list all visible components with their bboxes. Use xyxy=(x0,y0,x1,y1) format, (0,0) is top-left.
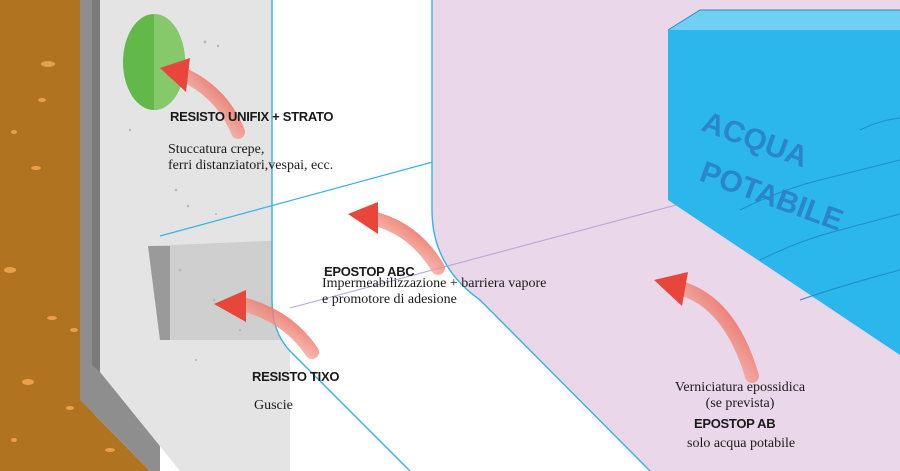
soil xyxy=(0,0,95,471)
arrow-tixo xyxy=(214,290,319,359)
concrete-wall-side xyxy=(92,0,100,372)
fillet-dark xyxy=(148,246,170,340)
arrow-unifix xyxy=(160,58,245,139)
epostop-ab-title: EPOSTOP AB xyxy=(694,416,776,431)
epoxy-paint-description: Verniciatura epossidica (se prevista) xyxy=(674,380,806,411)
arrow-epostop-abc xyxy=(348,202,445,275)
water-body-top xyxy=(668,10,900,30)
water-wave-lines xyxy=(739,117,900,301)
water-body-side xyxy=(668,30,900,355)
tixo-title: RESISTO TIXO xyxy=(252,369,340,384)
soil-bottom xyxy=(0,400,150,471)
unifix-title: RESISTO UNIFIX + STRATO xyxy=(170,109,334,124)
tixo-description: Guscie xyxy=(254,398,293,413)
epostop-abc-description: Impermeabilizzazione + barriera vapore e… xyxy=(322,276,547,307)
membrane-layer xyxy=(272,0,650,471)
concrete-wall-face xyxy=(100,0,290,471)
concrete-texture xyxy=(128,40,242,362)
arrow-epostop-ab xyxy=(654,272,759,383)
epostop-ab-description: solo acqua potabile xyxy=(687,436,796,451)
unifix-description: Stuccatura crepe, ferri distanziatori,ve… xyxy=(168,142,334,173)
epostop-abc-title: EPOSTOP ABC xyxy=(324,264,415,279)
soil-texture xyxy=(4,61,115,452)
